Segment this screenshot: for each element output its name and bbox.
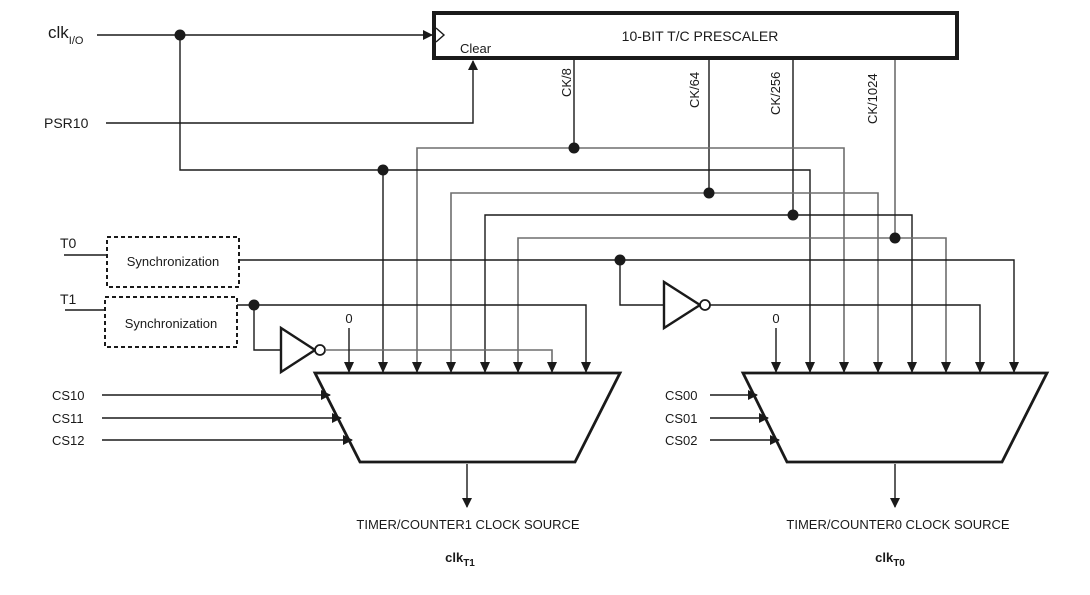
inverter-t1: [279, 325, 326, 375]
ck256-bus: [484, 214, 913, 373]
prescaler-title: 10-BIT T/C PRESCALER: [622, 28, 779, 44]
input-arrow-icon: [412, 362, 422, 373]
input-arrow-icon: [446, 362, 456, 373]
tap-ck256-label: CK/256: [768, 72, 783, 115]
input-arrow-icon: [873, 362, 883, 373]
junction-dot: [703, 187, 715, 199]
clk-t0-label: clkT0: [875, 550, 905, 569]
cs00-label: CS00: [665, 388, 698, 403]
mux-timer0: [740, 371, 1050, 464]
junction-dot: [377, 164, 389, 176]
input-arrow-icon: [344, 362, 354, 373]
tap-ck1024-label: CK/1024: [865, 73, 880, 124]
clear-label: Clear: [460, 41, 492, 56]
clk-t1-label: clkT1: [445, 550, 475, 569]
input-arrow-icon: [941, 362, 951, 373]
cs01-label: CS01: [665, 411, 698, 426]
t0-inverted-wire: [710, 304, 981, 373]
mux1-input-arrows: [344, 362, 591, 373]
t0-bus: [240, 259, 1015, 373]
ck64-bus: [450, 192, 879, 373]
junction-dot: [568, 142, 580, 154]
inverter-t0: [662, 279, 711, 331]
input-arrow-icon: [805, 362, 815, 373]
mux1-output-label: TIMER/COUNTER1 CLOCK SOURCE: [356, 517, 580, 532]
t1-to-inverter-wire: [253, 305, 281, 351]
cs10-label: CS10: [52, 388, 85, 403]
clk-io-branch-wire: [179, 35, 383, 171]
input-arrow-icon: [547, 362, 557, 373]
input-arrow-icon: [839, 362, 849, 373]
mux0-output-label: TIMER/COUNTER0 CLOCK SOURCE: [786, 517, 1010, 532]
sync-t1-label: Synchronization: [125, 316, 218, 331]
input-arrow-icon: [378, 362, 388, 373]
input-arrow-icon: [1009, 362, 1019, 373]
tap-ck8-label: CK/8: [559, 68, 574, 97]
prescaler-block: 10-BIT T/C PRESCALER Clear: [432, 11, 959, 60]
t1-bus: [237, 304, 587, 373]
zero-input-label-mux0: 0: [772, 311, 779, 326]
sync-block-t1: [104, 296, 238, 348]
cs11-label: CS11: [52, 411, 84, 426]
mux-timer1: [312, 371, 623, 464]
t0-to-inverter-wire: [619, 260, 664, 306]
cs12-label: CS12: [52, 433, 85, 448]
input-arrow-icon: [581, 362, 591, 373]
junction-dot: [889, 232, 901, 244]
mux0-input-arrows: [771, 362, 1019, 373]
prescaler-taps: CK/8 CK/64 CK/256 CK/1024: [559, 68, 880, 124]
sync-t0-label: Synchronization: [127, 254, 220, 269]
tap-ck64-label: CK/64: [687, 72, 702, 108]
sync-block-t0: [106, 236, 240, 288]
junction-dot: [787, 209, 799, 221]
t1-label: T1: [60, 291, 77, 307]
psr10-wire: [106, 60, 478, 124]
input-arrow-icon: [480, 362, 490, 373]
zero-input-label-mux1: 0: [345, 311, 352, 326]
clk-bus: [382, 169, 811, 373]
input-arrow-icon: [907, 362, 917, 373]
t0-label: T0: [60, 235, 77, 251]
cs02-label: CS02: [665, 433, 698, 448]
clk-io-label: clkI/O: [48, 23, 84, 47]
input-arrow-icon: [975, 362, 985, 373]
input-arrow-icon: [771, 362, 781, 373]
input-arrow-icon: [513, 362, 523, 373]
psr10-label: PSR10: [44, 115, 89, 131]
clock-input-triangle-icon: [435, 27, 446, 43]
